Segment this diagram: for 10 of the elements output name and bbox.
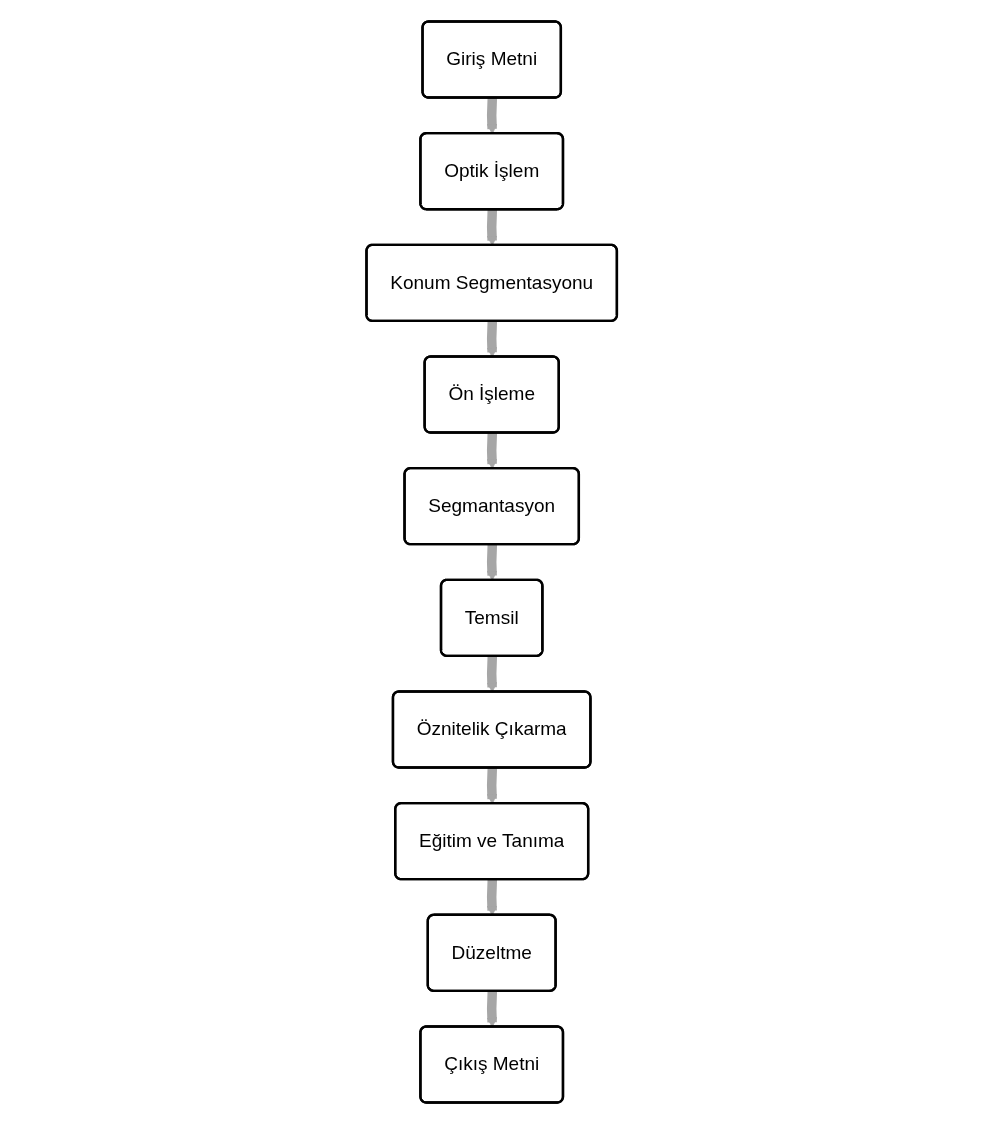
process-box: Eğitim ve Tanıma bbox=[394, 801, 590, 881]
process-box: Optik İşlem bbox=[419, 132, 565, 211]
process-box: Giriş Metni bbox=[421, 20, 563, 99]
process-box: Çıkış Metni bbox=[419, 1025, 565, 1104]
process-box: Konum Segmentasyonu bbox=[365, 243, 619, 323]
process-box: Düzeltme bbox=[426, 913, 558, 993]
process-box: Segmantasyon bbox=[403, 466, 581, 546]
process-box: Öznitelik Çıkarma bbox=[392, 690, 592, 769]
process-box: Temsil bbox=[440, 578, 544, 658]
process-box: Ön İşleme bbox=[423, 355, 561, 434]
